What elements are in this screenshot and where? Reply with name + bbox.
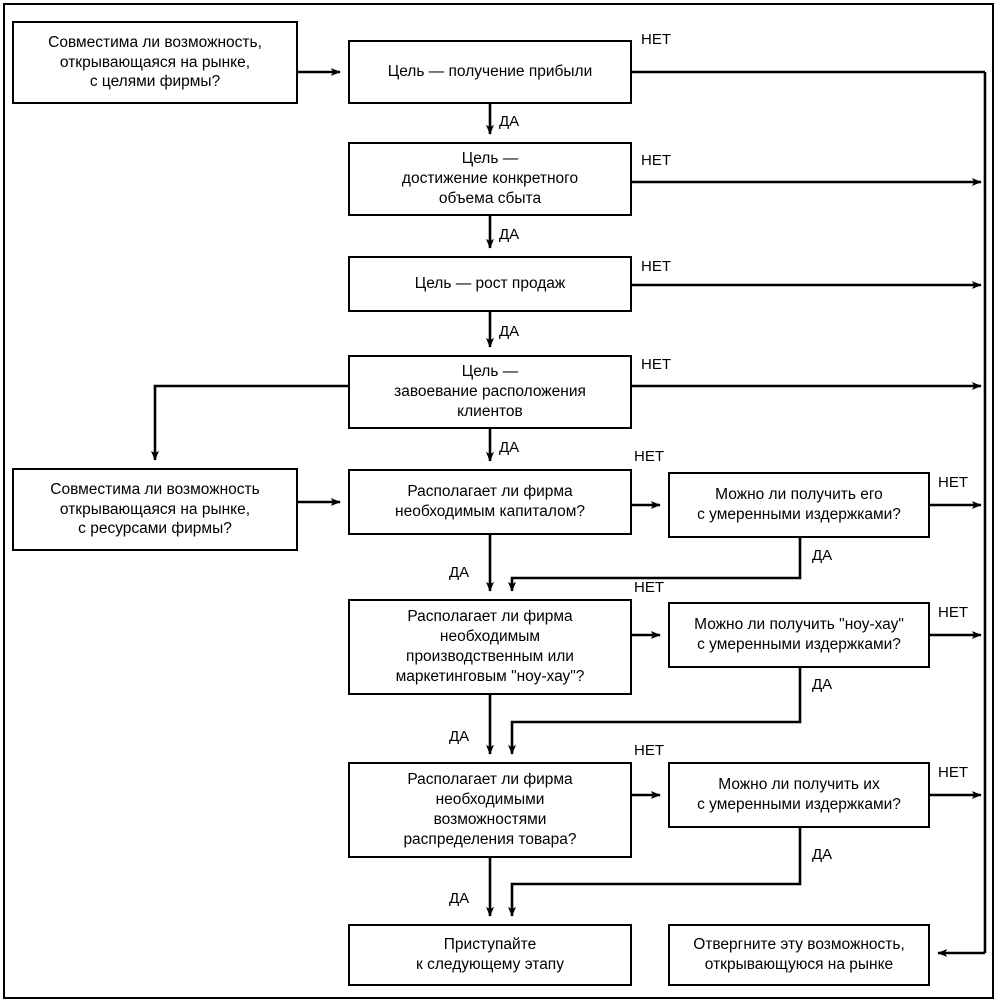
edge-label-yes-6: ДА: [449, 728, 470, 745]
node-proceed-next-stage[interactable]: Приступайте к следующему этапу: [348, 924, 632, 986]
edge-label-no-7: НЕТ: [634, 742, 664, 759]
edge-label-yes-2: ДА: [499, 226, 520, 243]
edge-label-yes-1: ДА: [499, 113, 520, 130]
node-goal-sales-volume[interactable]: Цель — достижение конкретного объема сбы…: [348, 142, 632, 216]
edge-label-no-7b: НЕТ: [938, 764, 968, 781]
edge-label-no-6b: НЕТ: [938, 604, 968, 621]
node-has-distribution[interactable]: Располагает ли фирма необходимыми возмож…: [348, 762, 632, 858]
edge-label-no-6: НЕТ: [634, 579, 664, 596]
node-goals-compat[interactable]: Совместима ли возможность, открывающаяся…: [12, 21, 298, 104]
edge-label-yes-5: ДА: [449, 564, 470, 581]
node-resources-compat[interactable]: Совместима ли возможность открывающаяся …: [12, 468, 298, 551]
node-goal-sales-growth[interactable]: Цель — рост продаж: [348, 256, 632, 312]
node-has-capital[interactable]: Располагает ли фирма необходимым капитал…: [348, 469, 632, 535]
edge-label-yes-7: ДА: [449, 890, 470, 907]
node-has-knowhow[interactable]: Располагает ли фирма необходимым произво…: [348, 599, 632, 695]
node-knowhow-moderate-cost[interactable]: Можно ли получить "ноу-хау" с умеренными…: [668, 602, 930, 668]
edge-label-yes-3: ДА: [499, 323, 520, 340]
outer-frame-border: [3, 3, 994, 999]
edge-label-no-1: НЕТ: [641, 31, 671, 48]
edge-label-yes-4: ДА: [499, 439, 520, 456]
edge-label-no-4: НЕТ: [641, 356, 671, 373]
edge-label-yes-7b: ДА: [812, 846, 833, 863]
node-capital-moderate-cost[interactable]: Можно ли получить его с умеренными издер…: [668, 472, 930, 538]
edge-label-no-5b: НЕТ: [938, 474, 968, 491]
edge-label-yes-6b: ДА: [812, 676, 833, 693]
edge-label-no-2: НЕТ: [641, 152, 671, 169]
edge-label-no-5: НЕТ: [634, 448, 664, 465]
node-reject-opportunity[interactable]: Отвергните эту возможность, открывающуюс…: [668, 924, 930, 986]
node-goal-profit[interactable]: Цель — получение прибыли: [348, 40, 632, 104]
edge-label-yes-5b: ДА: [812, 547, 833, 564]
node-goal-customer-favor[interactable]: Цель — завоевание расположения клиентов: [348, 355, 632, 429]
edge-label-no-3: НЕТ: [641, 258, 671, 275]
node-distribution-moderate-cost[interactable]: Можно ли получить их с умеренными издерж…: [668, 762, 930, 828]
